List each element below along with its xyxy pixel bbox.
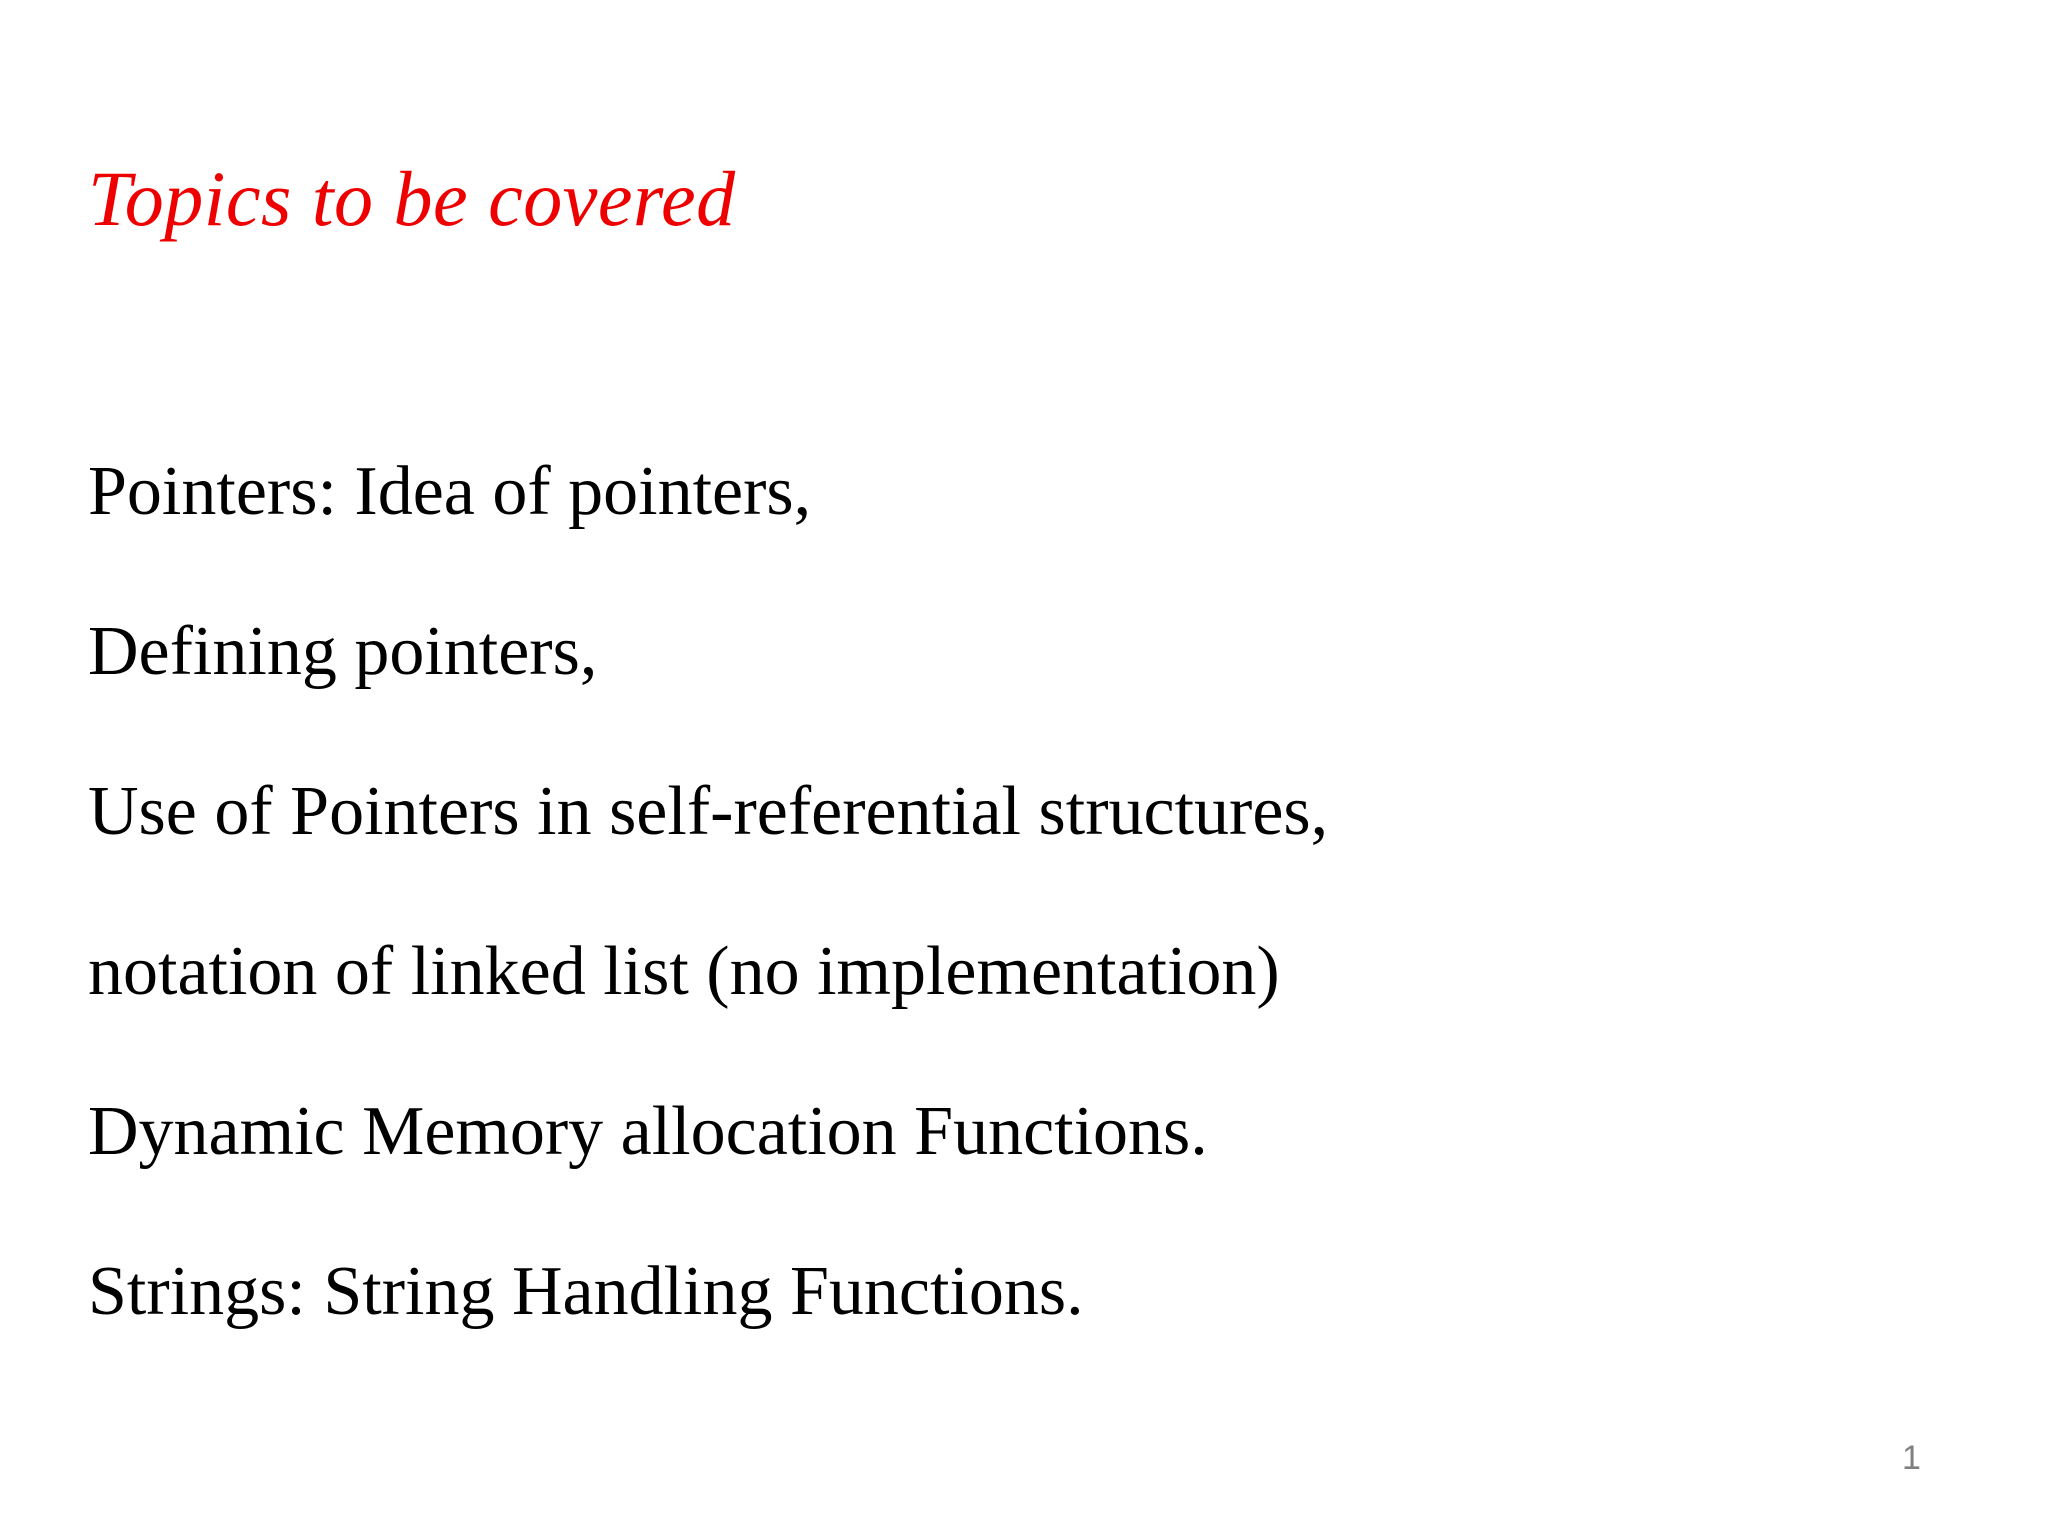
page-number: 1 [1902,1439,1921,1477]
list-item: Defining pointers, [88,613,598,690]
page-title: Topics to be covered [88,155,736,242]
list-item: notation of linked list (no implementati… [88,933,1280,1010]
list-item: Strings: String Handling Functions. [88,1253,1084,1330]
list-item: Use of Pointers in self-referential stru… [88,773,1329,850]
topics-list: Pointers: Idea of pointers, Defining poi… [88,412,1948,1372]
list-item: Dynamic Memory allocation Functions. [88,1093,1208,1170]
list-item: Pointers: Idea of pointers, [88,453,812,530]
